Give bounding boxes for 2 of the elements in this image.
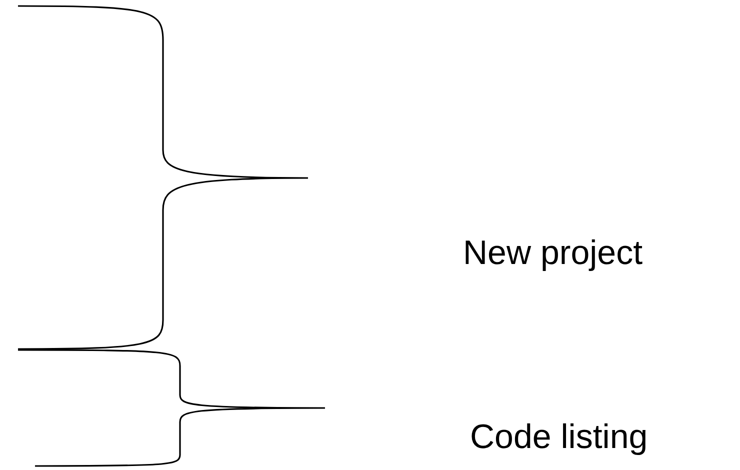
brace-label: Code listing xyxy=(470,420,648,454)
brace-label: New project xyxy=(463,236,643,270)
